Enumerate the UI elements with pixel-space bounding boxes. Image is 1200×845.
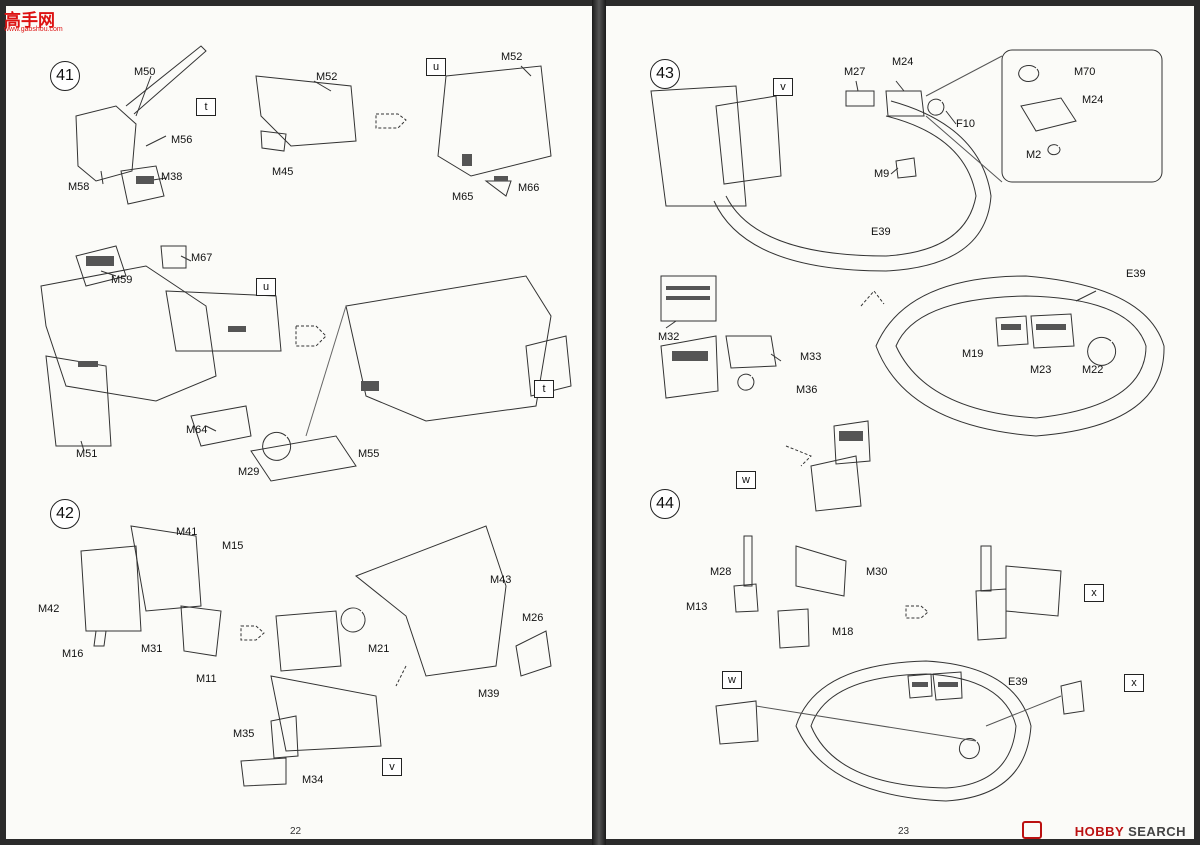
part-label: M67 [191,252,213,264]
part-label: M24 [892,56,914,68]
book-gutter [592,0,606,845]
part-label: M55 [358,448,380,460]
part-label: M26 [522,612,544,624]
page-number: 22 [290,826,302,837]
part-label: M16 [62,648,84,660]
part-label: M66 [518,182,540,194]
part-label: M33 [800,351,822,363]
watermark-url: www.gaoshou.com [4,26,63,33]
part-label: M19 [962,348,984,360]
part-label: M36 [796,384,818,396]
part-label: M59 [111,274,133,286]
part-label: M9 [874,168,890,180]
part-label: M56 [171,134,193,146]
subassembly-marker: u [256,278,276,296]
part-label: M31 [141,643,163,655]
watermark-logo: 高手网 [4,11,55,31]
brand-name: HOBBY [1074,824,1124,839]
part-label: M65 [452,191,474,203]
subassembly-marker: t [196,98,216,116]
part-label: M18 [832,626,854,638]
part-label: M32 [658,331,680,343]
subassembly-marker: w [722,671,742,689]
part-label: M23 [1030,364,1052,376]
part-label: M28 [710,566,732,578]
part-label: M45 [272,166,294,178]
subassembly-marker: u [426,58,446,76]
step-number: 44 [650,489,680,519]
step-number: 42 [50,499,80,529]
part-label: M22 [1082,364,1104,376]
subassembly-marker: x [1084,584,1104,602]
subassembly-marker: v [773,78,793,96]
hobbysearch-watermark: HOBBY SEARCH [1075,824,1186,839]
step-number: 41 [50,61,80,91]
subassembly-marker: x [1124,674,1144,692]
step-number: 43 [650,59,680,89]
part-label: M39 [478,688,500,700]
part-label: M50 [134,66,156,78]
part-label: M34 [302,774,324,786]
left-page: 41 M50 M56 M58 M38 M52 M45 M52 M65 M66 M… [6,6,592,839]
part-label: E39 [871,226,891,238]
subassembly-marker: t [534,380,554,398]
part-label: M51 [76,448,98,460]
part-label: M52 [501,51,523,63]
part-label: M35 [233,728,255,740]
part-label: M38 [161,171,183,183]
subassembly-marker: v [382,758,402,776]
part-label: M24 [1082,94,1104,106]
part-label: M52 [316,71,338,83]
part-label: M21 [368,643,390,655]
part-label: M43 [490,574,512,586]
part-label: M70 [1074,66,1096,78]
part-label: M64 [186,424,208,436]
left-page-line-art [40,45,572,787]
part-label: M15 [222,540,244,552]
brand-suffix: SEARCH [1128,824,1186,839]
part-label: F10 [956,118,975,130]
right-page: 43 M27 M24 F10 M9 E39 M70 M24 M2 M32 M33… [606,6,1194,839]
part-label: M41 [176,526,198,538]
part-label: M11 [196,673,217,685]
part-label: M58 [68,181,90,193]
part-label: M27 [844,66,866,78]
part-label: M29 [238,466,260,478]
part-label: M42 [38,603,60,615]
part-label: M30 [866,566,888,578]
page-number: 23 [898,826,910,837]
part-label: M2 [1026,149,1042,161]
subassembly-marker: w [736,471,756,489]
part-label: E39 [1126,268,1146,280]
hobbysearch-logo-icon [1022,821,1042,839]
part-label: M13 [686,601,708,613]
part-label: E39 [1008,676,1028,688]
right-page-line-art [650,49,1165,802]
